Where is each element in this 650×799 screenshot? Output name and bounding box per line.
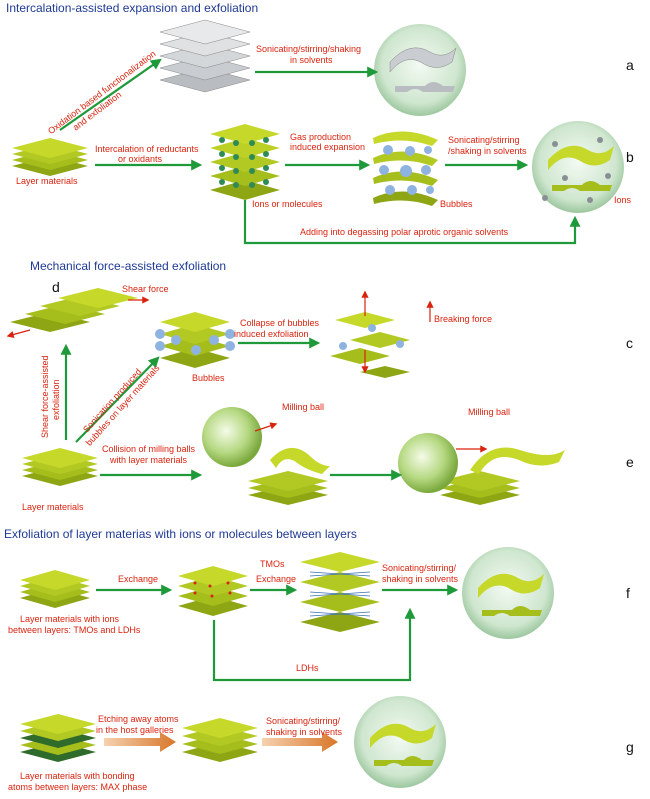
panel-letter-a: a: [626, 57, 634, 73]
panel-letter-d: d: [52, 279, 60, 295]
label-etching-1: Etching away atoms: [98, 714, 179, 724]
label-bubbles-1: Bubbles: [440, 199, 473, 209]
label-intercalation-1: Intercalation of reductants: [95, 144, 199, 154]
label-layer-materials-2: Layer materials: [22, 502, 84, 512]
label-ldhs: LDHs: [296, 663, 319, 673]
layer-stack-f-tmos: [300, 552, 380, 632]
layer-stack-b-pristine: [12, 138, 88, 176]
label-ions: Ions: [614, 195, 632, 205]
label-sonic-f-1: Sonicating/stirring/: [382, 563, 457, 573]
label-sonic-f-2: shaking in solvents: [382, 574, 459, 584]
layer-stack-e-milled-1: [248, 447, 330, 505]
label-ions-molecules: Ions or molecules: [252, 199, 323, 209]
solvent-dispersion-b: [532, 121, 624, 213]
section-title-intercalation: Intercalation-assisted expansion and exf…: [6, 1, 258, 15]
label-sonication-2: bubbles on layer materials: [84, 363, 162, 448]
label-milling-ball-1: Milling ball: [282, 402, 324, 412]
sonicating-g-arrow: [262, 732, 338, 752]
label-exchange-1: Exchange: [118, 574, 158, 584]
label-gas-1: Gas production: [290, 132, 351, 142]
panel-letter-f: f: [626, 585, 630, 601]
force-arrows: [6, 290, 488, 453]
label-collapse-1: Collapse of bubbles: [240, 318, 320, 328]
section-title-ion-exchange: Exfoliation of layer materias with ions …: [4, 527, 357, 541]
layer-stack-c-bubbles: [155, 312, 235, 368]
label-collision-2: with layer materials: [109, 455, 188, 465]
panel-letter-e: e: [626, 454, 634, 470]
label-lm-ions-1: Layer materials with ions: [20, 614, 120, 624]
etching-arrow: [104, 732, 176, 752]
layer-stack-c-broken: [330, 312, 410, 378]
label-sonic-g-1: Sonicating/stirring/: [266, 716, 341, 726]
solvent-dispersion-a: [374, 24, 466, 116]
label-gas-2: induced expansion: [290, 142, 365, 152]
solvent-dispersion-g: [354, 696, 446, 788]
label-etching-2: in the host galleries: [96, 725, 174, 735]
label-breaking-force: Breaking force: [434, 314, 492, 324]
panel-letter-c: c: [626, 335, 633, 351]
milling-ball-1: [202, 407, 262, 467]
label-layer-materials-1: Layer materials: [16, 176, 78, 186]
layer-stack-b-expanded: [373, 131, 438, 206]
flow-arrows: [59, 58, 581, 682]
label-sonic-a-2: in solvents: [290, 55, 333, 65]
label-collision-1: Collision of milling balls: [102, 444, 196, 454]
label-lm-bonding-1: Layer materials with bonding: [20, 771, 135, 781]
layer-stack-f-exchanged: [178, 566, 248, 616]
label-lm-ions-2: between layers: TMOs and LDHs: [8, 625, 141, 635]
layer-stack-g-etched: [182, 718, 258, 762]
label-shear-force: Shear force: [122, 284, 169, 294]
label-intercalation-2: or oxidants: [118, 154, 163, 164]
layer-stack-d-sheared: [10, 288, 138, 332]
layer-stack-e-milled-2: [440, 447, 565, 505]
layer-stack-g-max: [20, 714, 96, 762]
layer-stack-a-gray: [159, 19, 251, 93]
label-milling-ball-2: Milling ball: [468, 407, 510, 417]
label-degassing: Adding into degassing polar aprotic orga…: [300, 227, 509, 237]
label-exchange-2: Exchange: [256, 574, 296, 584]
panel-letter-b: b: [626, 149, 634, 165]
label-tmos: TMOs: [260, 559, 285, 569]
label-sonic-b-1: Sonicating/stirring: [448, 135, 520, 145]
milling-ball-2: [398, 433, 458, 493]
solvent-dispersion-f: [462, 547, 554, 639]
label-sonic-a-1: Sonicating/stirring/shaking: [256, 44, 361, 54]
section-title-mechanical: Mechanical force-assisted exfoliation: [30, 259, 226, 273]
label-shear-assist-1: Shear force-assisted: [40, 355, 50, 438]
label-shear-assist: Shear force-assisted exfoliation: [40, 355, 61, 438]
label-oxidation-line1: Oxidation based functionalization: [46, 49, 158, 136]
label-sonic-g-2: shaking in solvents: [266, 727, 343, 737]
label-sonication: Sonication produced bubbles on layer mat…: [81, 363, 162, 448]
label-collapse-2: induced exfoliation: [234, 329, 309, 339]
label-lm-bonding-2: atoms between layers: MAX phase: [8, 782, 147, 792]
layer-stack-e-pristine: [22, 448, 98, 486]
layer-stack-b-intercalated: [210, 124, 280, 200]
label-shear-assist-2: exfoliation: [51, 379, 61, 420]
label-bubbles-2: Bubbles: [192, 373, 225, 383]
panel-letter-g: g: [626, 739, 634, 755]
layer-stack-f-ions: [20, 570, 90, 608]
label-sonic-b-2: /shaking in solvents: [448, 146, 527, 156]
